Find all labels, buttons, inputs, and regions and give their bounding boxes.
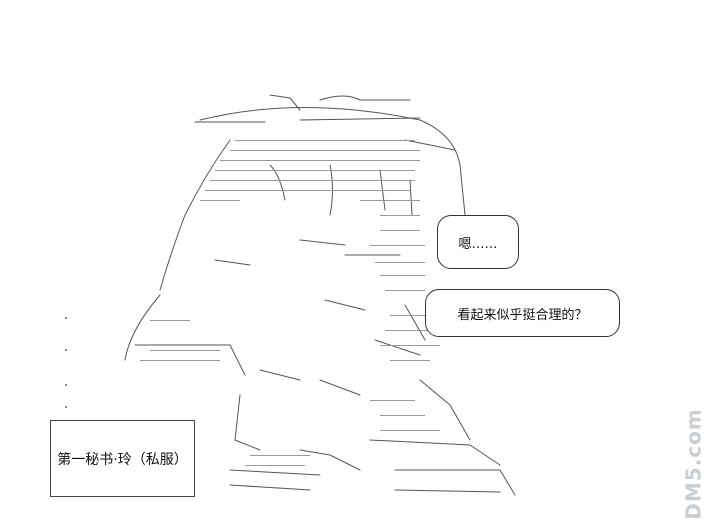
speech-bubble-hmm: 嗯……	[437, 215, 519, 269]
character-name-label: 第一秘书·玲（私服）	[57, 451, 188, 468]
character-name-box: 第一秘书·玲（私服）	[50, 420, 195, 497]
site-watermark: DM5.com	[675, 398, 713, 530]
speech-bubble-question-text: 看起来似乎挺合理的？	[457, 307, 588, 323]
site-watermark-text: DM5.com	[682, 408, 707, 520]
speech-bubble-hmm-text: 嗯……	[458, 236, 498, 252]
speech-bubble-question: 看起来似乎挺合理的？	[425, 289, 620, 337]
